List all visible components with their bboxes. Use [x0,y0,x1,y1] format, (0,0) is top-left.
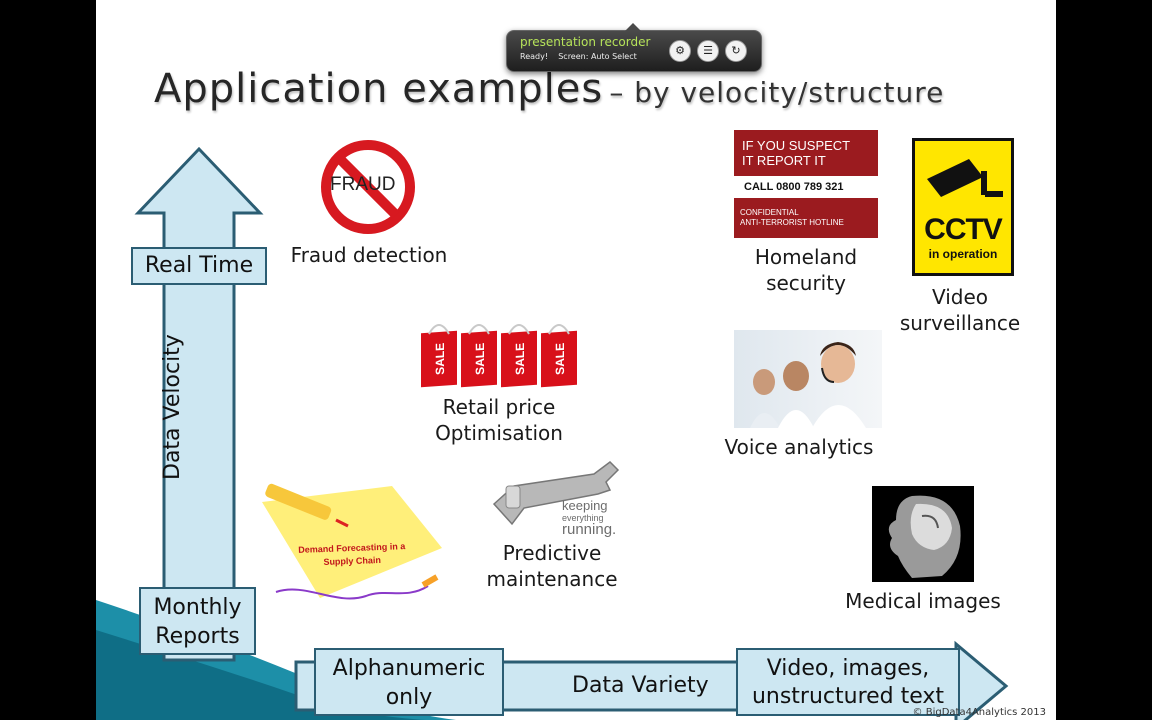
sale-bags: SALE SALE SALE SALE [421,314,586,388]
video-line-2: surveillance [899,311,1021,335]
brain-scan-icon [888,495,961,578]
homeland-line-2: security [766,271,846,295]
alphanumeric-label: Alphanumeric [332,656,486,681]
list-icon: ☰ [703,44,713,57]
voice-analytics-label: Voice analytics [724,435,874,459]
headset-agents-icon [750,342,866,428]
reports-label: Reports [155,624,240,649]
retail-line-2: Optimisation [435,421,563,445]
sale-bag-4: SALE [541,330,577,388]
video-line-1: Video [931,285,989,309]
sale-bag-2: SALE [461,330,497,388]
fraud-sign-text: FRAUD [330,174,396,195]
real-time-box: Real Time [131,247,267,285]
recorder-ready: Ready! [520,52,549,61]
gear-icon: ⚙ [675,44,685,57]
predictive-maintenance-label: Predictive maintenance [474,540,630,592]
cctv-sub-text: in operation [928,247,998,261]
terrorist-hotline-poster: IF YOU SUSPECT IT REPORT IT CALL 0800 78… [734,130,878,238]
recorder-refresh-button[interactable]: ↻ [725,40,747,62]
alphanumeric-box: Alphanumeric only [314,648,504,716]
mri-scan-image [872,486,974,582]
sale-bag-1: SALE [421,330,457,388]
title-main: Application examples [154,66,604,112]
fraud-detection-label: Fraud detection [290,243,448,267]
recorder-notch [625,23,641,31]
bag-handles [428,324,570,335]
call-center-photo [734,330,882,428]
no-fraud-icon [321,140,415,234]
poster-foot-1: CONFIDENTIAL [740,208,799,217]
retail-price-label: Retail price Optimisation [414,394,584,446]
refresh-icon: ↻ [731,44,741,57]
retail-line-1: Retail price [442,395,556,419]
demand-forecast-text: Demand Forecasting in a Supply Chain [282,540,423,571]
video-images-label: Video, images, [766,656,930,681]
pencil-icon [265,483,332,520]
monthly-reports-box: Monthly Reports [139,587,256,655]
page-title: Application examples – by velocity/struc… [154,66,944,112]
data-velocity-label: Data Velocity [160,334,185,480]
poster-head-1: IF YOU SUSPECT [742,138,851,153]
recorder-title: presentation recorder [520,35,651,49]
poster-head-2: IT REPORT IT [742,153,826,168]
recorder-screen: Screen: Auto Select [558,52,637,61]
poster-foot-2: ANTI-TERRORIST HOTLINE [740,218,844,227]
poster-call: CALL 0800 789 321 [734,176,878,198]
title-subtitle: – by velocity/structure [609,76,945,109]
logo-keeping: keeping [562,498,608,513]
recorder-list-button[interactable]: ☰ [697,40,719,62]
slide: Application examples – by velocity/struc… [96,0,1056,720]
unstructured-box: Video, images, unstructured text [736,648,960,716]
wrench-icon [492,461,620,526]
decorative-wave [96,600,456,720]
recorder-settings-button[interactable]: ⚙ [669,40,691,62]
predictive-line-1: Predictive [502,541,602,565]
presentation-recorder-toolbar[interactable]: presentation recorder Ready! Screen: Aut… [506,23,762,72]
unstructured-text-label: unstructured text [751,684,945,709]
demand-forecast-note [262,483,442,600]
sale-bag-3: SALE [501,330,537,388]
predictive-line-2: maintenance [486,567,618,591]
data-variety-label: Data Variety [572,673,709,698]
cctv-sign: CCTV in operation [912,138,1014,276]
logo-everything: everything [562,513,604,523]
homeland-security-label: Homeland security [736,244,876,296]
monthly-label: Monthly [153,595,242,620]
logo-running: running. [562,521,617,538]
keeping-running-logo: keeping everything running. [562,498,617,538]
only-label: only [385,685,433,710]
video-surveillance-label: Video surveillance [890,284,1030,336]
medical-images-label: Medical images [845,589,1001,613]
copyright-footer: © BigData4Analytics 2013 [912,707,1046,718]
cctv-main-text: CCTV [924,213,1003,246]
recorder-status: Ready! Screen: Auto Select [520,52,637,61]
camera-icon [927,159,1003,197]
real-time-label: Real Time [144,253,254,278]
homeland-line-1: Homeland [754,245,858,269]
